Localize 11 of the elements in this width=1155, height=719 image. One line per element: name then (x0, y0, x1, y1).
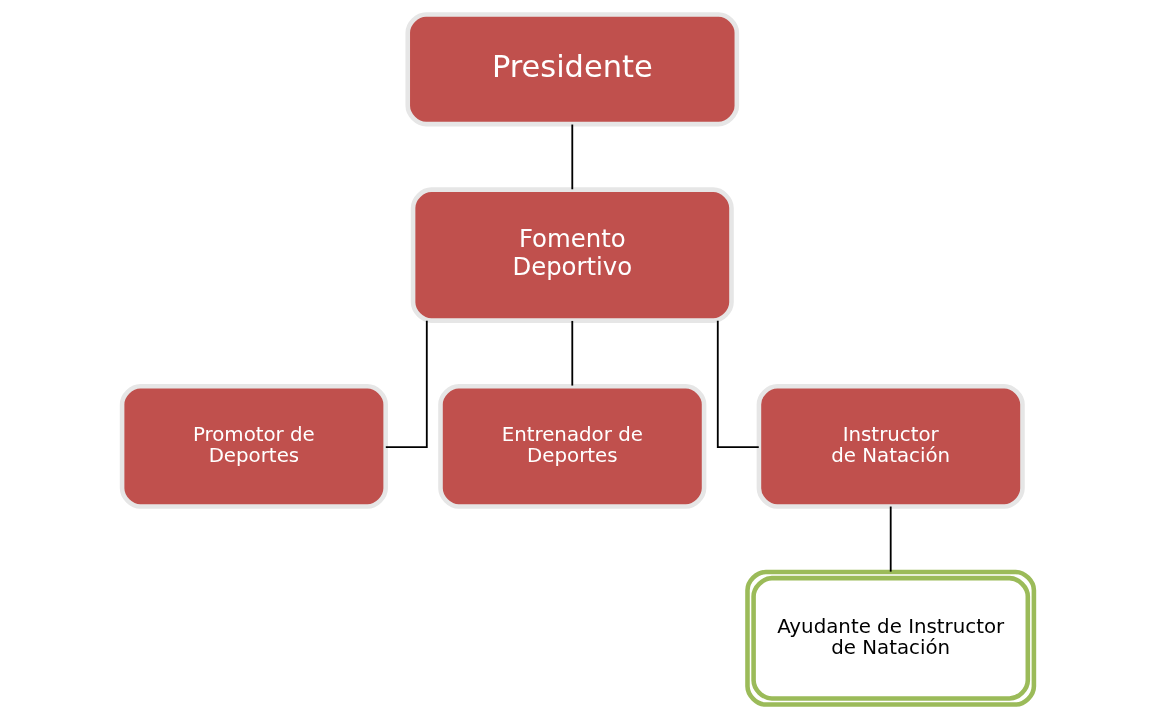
connector (889, 505, 892, 573)
connector (570, 123, 573, 191)
node-box: Instructor de Natación (756, 383, 1025, 509)
connector (716, 319, 760, 448)
node-box: Ayudante de Instructor de Natación (744, 569, 1036, 707)
node-box: Promotor de Deportes (119, 383, 388, 509)
node-box: Fomento Deportivo (410, 187, 734, 323)
connector (384, 319, 428, 448)
connector (570, 320, 573, 387)
node-box: Entrenador de Deportes (437, 383, 706, 509)
node-box: Presidente (404, 12, 739, 127)
